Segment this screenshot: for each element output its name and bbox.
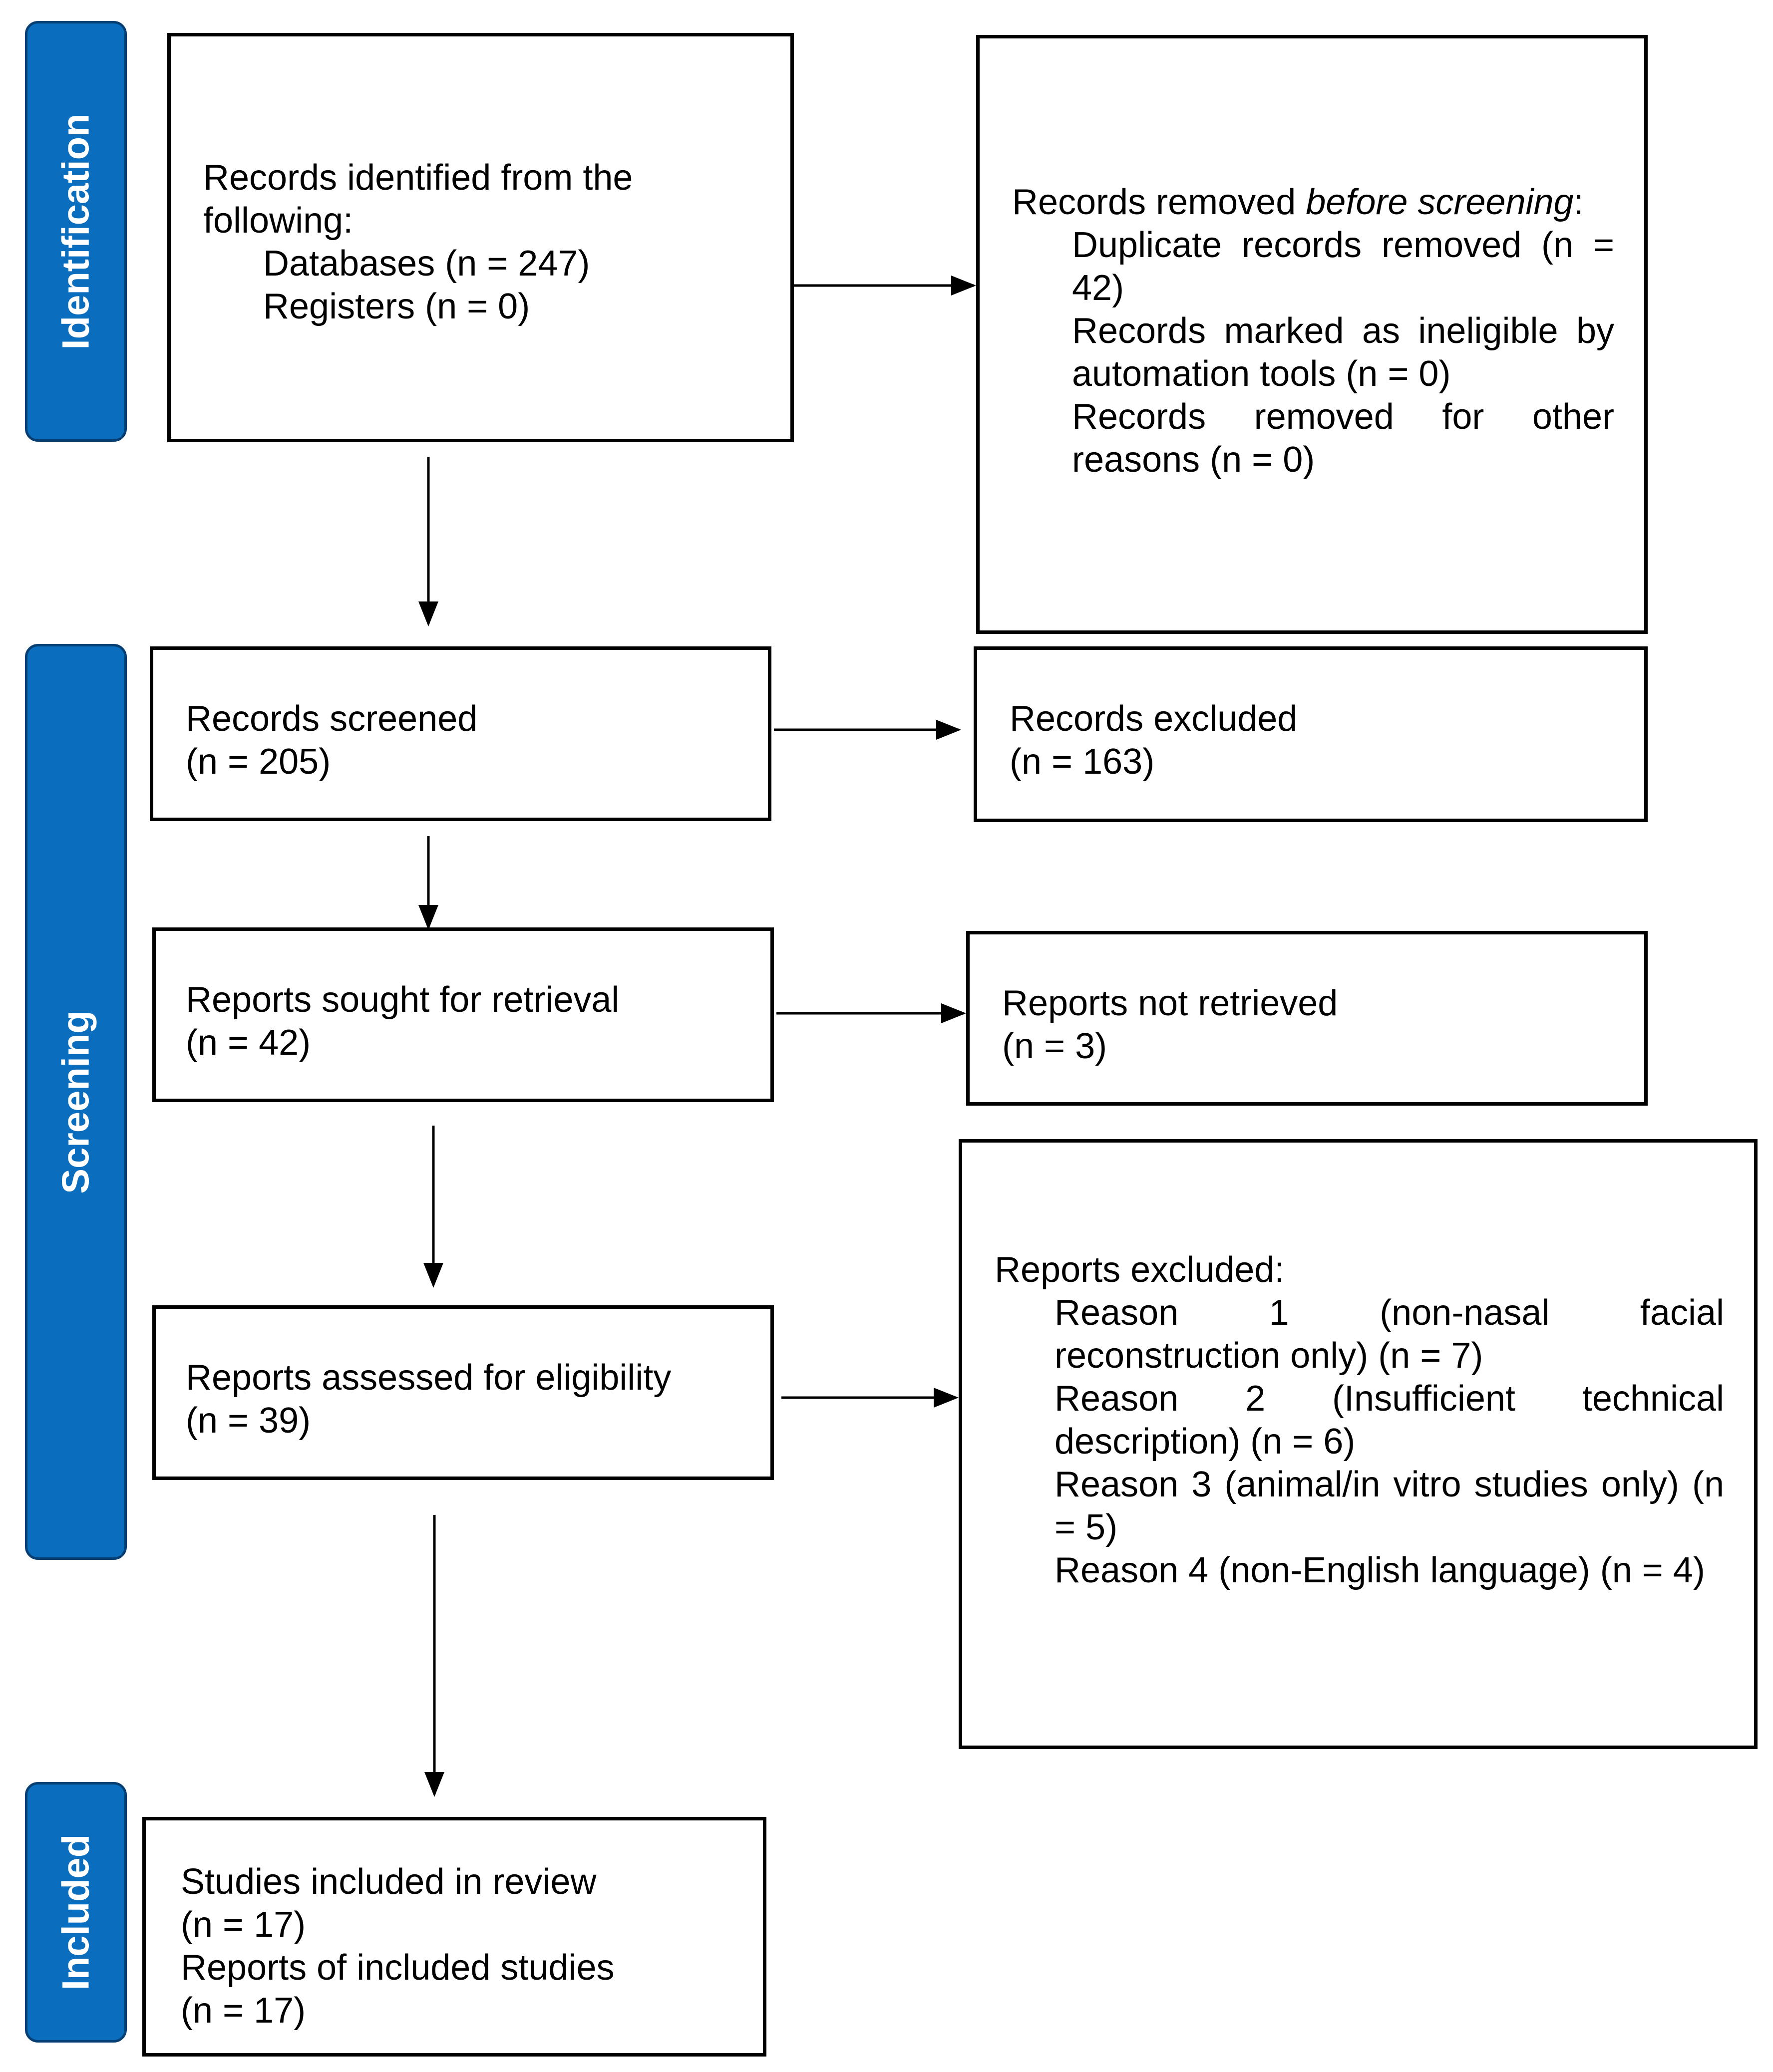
included-phase-bar: Included <box>25 1782 127 2043</box>
reason-2: Reason 2 (Insufficient technical <box>1055 1379 1724 1419</box>
records-identified-heading-cont: following: <box>203 201 354 241</box>
reports-excluded-heading: Reports excluded: <box>995 1250 1285 1290</box>
reports-included-label: Reports of included studies <box>181 1948 615 1988</box>
reason-3: Reason 3 (animal/in vitro studies only) … <box>1055 1465 1724 1504</box>
other-reasons-removed: Records removed for other <box>1072 397 1614 437</box>
reports-assessed-label: Reports assessed for eligibility <box>186 1358 672 1398</box>
reason-3-cont: = 5) <box>1055 1507 1118 1547</box>
screening-phase-bar: Screening <box>25 644 127 1560</box>
duplicates-removed-cont: 42) <box>1072 268 1124 308</box>
records-screened-box: Records screened (n = 205) <box>150 646 771 821</box>
duplicates-removed: Duplicate records removed (n = <box>1072 225 1614 265</box>
reports-sought-box: Reports sought for retrieval (n = 42) <box>152 927 774 1102</box>
records-identified-box: Records identified from the following: D… <box>167 33 794 442</box>
registers-count: Registers (n = 0) <box>263 287 530 326</box>
reports-not-retrieved-label: Reports not retrieved <box>1002 983 1338 1023</box>
studies-included-count: (n = 17) <box>181 1905 306 1945</box>
records-removed-box: Records removed before screening: Duplic… <box>976 35 1648 634</box>
ineligible-automation: Records marked as ineligible by <box>1072 311 1614 351</box>
reports-assessed-box: Reports assessed for eligibility (n = 39… <box>152 1305 774 1480</box>
reports-assessed-count: (n = 39) <box>186 1401 311 1441</box>
reason-4: Reason 4 (non-English language) (n = 4) <box>1055 1550 1705 1590</box>
ineligible-automation-cont: automation tools (n = 0) <box>1072 354 1451 394</box>
reports-not-retrieved-count: (n = 3) <box>1002 1026 1107 1066</box>
records-excluded-count: (n = 163) <box>1010 742 1155 782</box>
databases-count: Databases (n = 247) <box>263 244 590 284</box>
studies-included-box: Studies included in review (n = 17) Repo… <box>142 1817 766 2057</box>
identification-phase-bar: Identification <box>25 21 127 442</box>
records-screened-label: Records screened <box>186 699 478 739</box>
studies-included-label: Studies included in review <box>181 1862 597 1902</box>
reports-included-count: (n = 17) <box>181 1991 306 2031</box>
reason-2-cont: description) (n = 6) <box>1055 1422 1356 1462</box>
reports-sought-label: Reports sought for retrieval <box>186 980 620 1020</box>
reports-sought-count: (n = 42) <box>186 1023 311 1063</box>
reason-1-cont: reconstruction only) (n = 7) <box>1055 1336 1483 1376</box>
records-excluded-label: Records excluded <box>1010 699 1298 739</box>
records-identified-heading: Records identified from the <box>203 158 633 198</box>
reports-excluded-box: Reports excluded: Reason 1 (non-nasal fa… <box>959 1139 1758 1749</box>
reason-1: Reason 1 (non-nasal facial <box>1055 1293 1724 1333</box>
records-excluded-box: Records excluded (n = 163) <box>974 646 1648 822</box>
records-screened-count: (n = 205) <box>186 742 331 782</box>
reports-not-retrieved-box: Reports not retrieved (n = 3) <box>966 931 1648 1106</box>
records-removed-heading: Records removed before screening: <box>1012 182 1584 222</box>
other-reasons-removed-cont: reasons (n = 0) <box>1072 440 1315 480</box>
